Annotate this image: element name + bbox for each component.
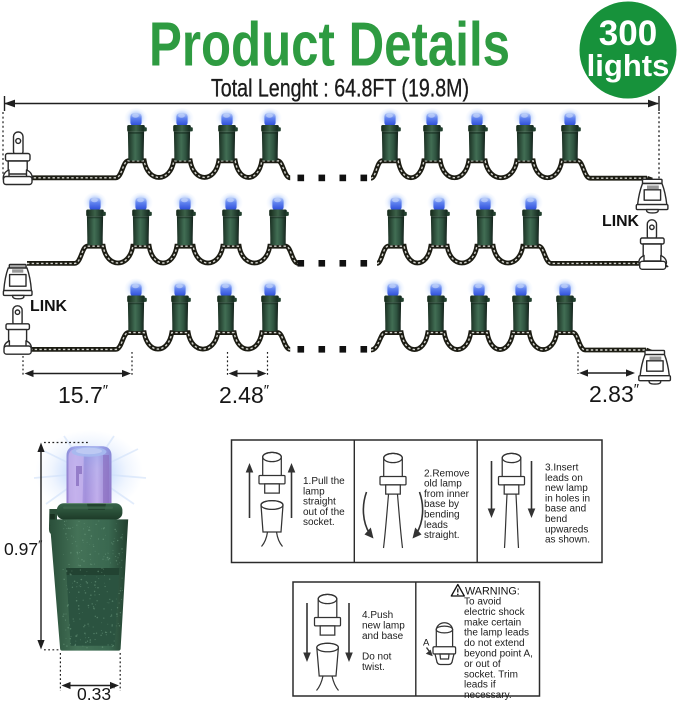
svg-text:Product Details: Product Details	[149, 11, 510, 80]
svg-text:LINK: LINK	[30, 298, 67, 315]
svg-text:300: 300	[599, 14, 657, 53]
svg-text:LINK: LINK	[602, 213, 639, 230]
svg-text:0.33″: 0.33″	[77, 683, 116, 702]
svg-text:lights: lights	[587, 48, 670, 83]
svg-text:Total Lenght : 64.8FT (19.8M): Total Lenght : 64.8FT (19.8M)	[211, 75, 469, 103]
svg-text:2.48″: 2.48″	[219, 382, 270, 408]
svg-text:A: A	[423, 638, 430, 649]
svg-text:WARNING:: WARNING:	[465, 586, 520, 598]
svg-text:2.83″: 2.83″	[589, 381, 640, 407]
svg-text:0.97″: 0.97″	[4, 538, 43, 559]
svg-text:15.7″: 15.7″	[58, 382, 109, 408]
